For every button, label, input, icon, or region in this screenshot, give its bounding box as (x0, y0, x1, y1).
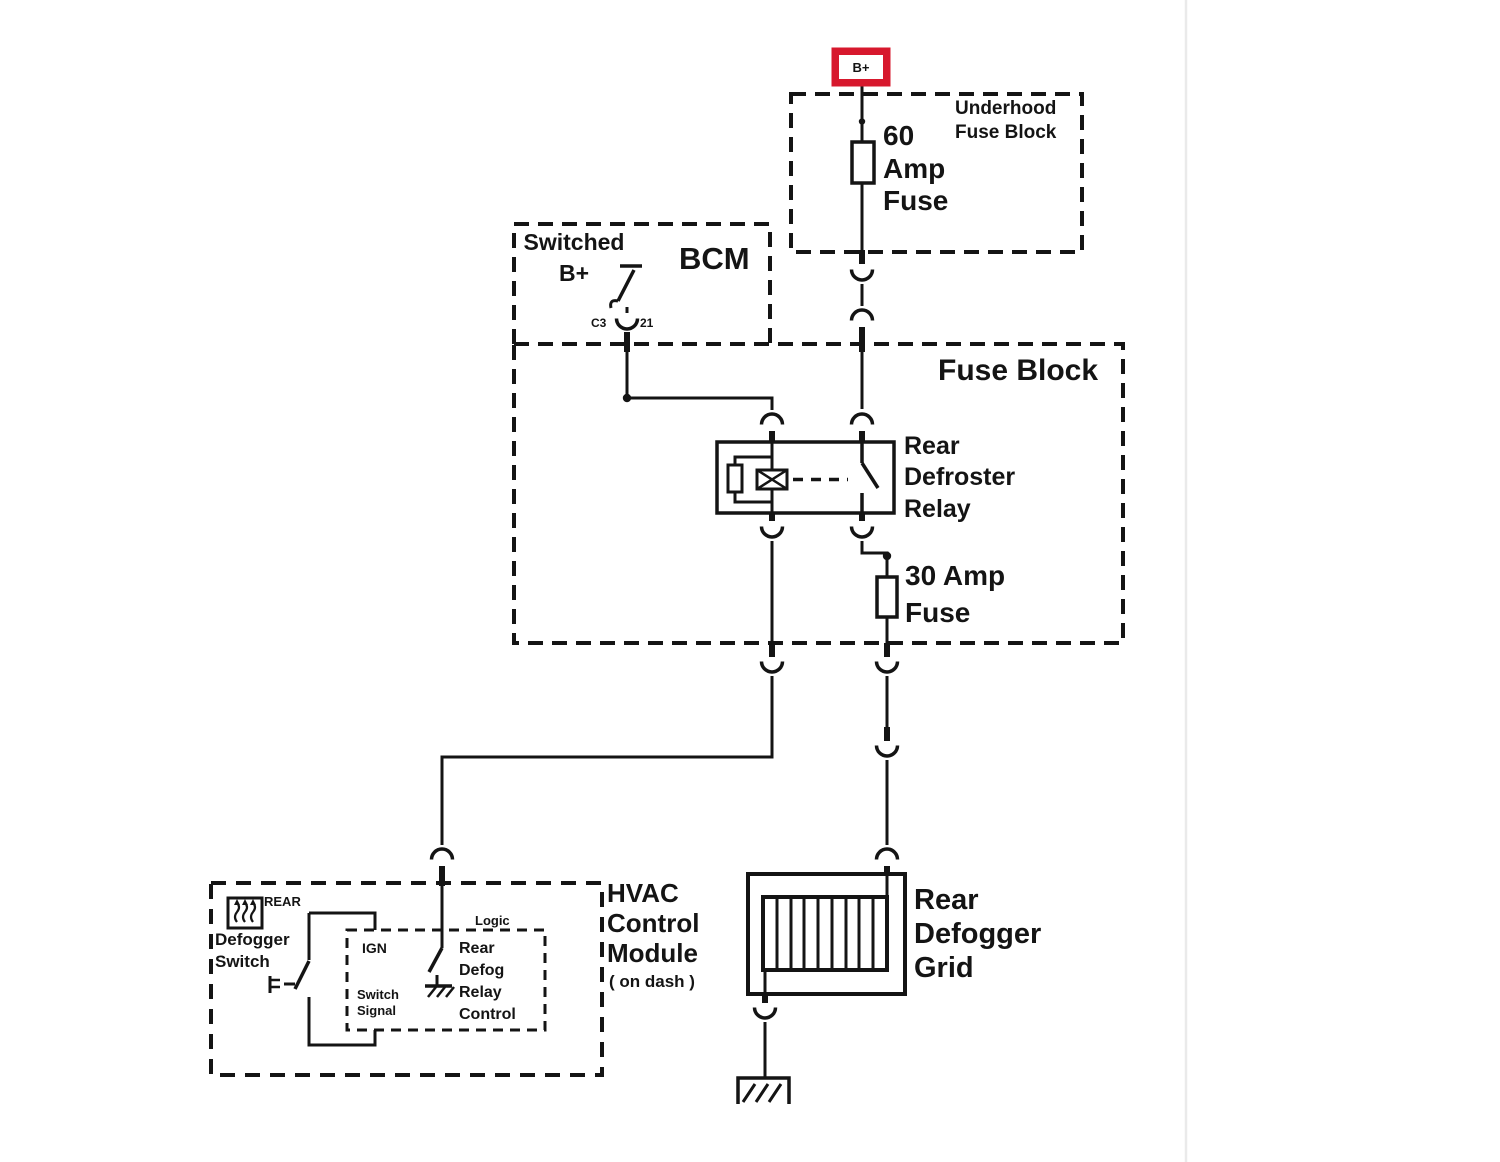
hvac-title-line2: Control (607, 908, 700, 938)
fuse-30a-label-line1: 30 Amp (905, 560, 1006, 591)
fuse-block-outline (512, 342, 1125, 645)
wire-coil-to-hvac (440, 676, 774, 845)
b-plus-terminal: B+ (834, 50, 888, 84)
connector-arc-icon (759, 661, 785, 674)
bcm-pin-label: 21 (640, 316, 654, 330)
relay-contact-icon (860, 462, 880, 489)
relay-control-label-line3: Relay (459, 984, 502, 1001)
bcm-outline (512, 222, 772, 344)
connector-arc-icon (849, 269, 875, 282)
hvac-title-line4: ( on dash ) (609, 972, 695, 991)
rear-switch-badge: REAR (264, 894, 301, 909)
relay-control-label-line2: Defog (459, 962, 505, 979)
hvac-title-line3: Module (607, 938, 698, 968)
pin-ign-label: IGN (362, 940, 387, 956)
connector-arc-icon (874, 847, 900, 860)
junction-dots (622, 118, 892, 561)
fuse-60a-label-line2: Amp (883, 153, 946, 184)
relay-outline (715, 440, 896, 515)
inline-connector-icons (429, 269, 900, 1020)
underhood-fuse-block-outline (789, 92, 1084, 254)
connector-arc-icon (759, 526, 785, 539)
hvac-title-line1: HVAC (607, 878, 679, 908)
relay-control-switch-icon (425, 947, 455, 998)
underhood-fuse-block-title-line1: Underhood (955, 98, 1057, 119)
pin-switch-signal-label-line2: Signal (357, 1003, 397, 1018)
connector-arc-icon (874, 661, 900, 674)
bcm-title: BCM (679, 241, 750, 276)
wires (307, 83, 889, 1078)
junction-dot (622, 393, 632, 403)
b-plus-label: B+ (852, 59, 870, 75)
relay-resistor-icon (726, 463, 744, 494)
wire-bcm-to-relay-coil (625, 352, 774, 410)
relay-label-line1: Rear (904, 432, 960, 460)
relay-label-line2: Defroster (904, 463, 1016, 491)
logic-box-outline (345, 928, 547, 1032)
connector-arc-icon (759, 412, 785, 425)
component-outlines (209, 92, 1125, 1077)
connector-arc-icon (874, 745, 900, 758)
logic-box-title: Logic (475, 913, 510, 928)
bcm-internal-switch-icon (609, 264, 642, 309)
switched-b-plus-label-line1: Switched (523, 229, 625, 255)
hvac-module-outline (209, 881, 604, 1077)
connector-arc-icon (752, 1007, 778, 1020)
connector-arc-icon (429, 847, 455, 860)
switched-b-plus-label-line2: B+ (558, 260, 590, 286)
junction-dot (858, 118, 866, 125)
fuse-30a-icon (875, 575, 899, 619)
connector-arc-icon (614, 318, 640, 331)
relay-control-label-line1: Rear (459, 940, 495, 957)
grid-label-line2: Defogger (914, 918, 1042, 950)
junction-dot (882, 551, 892, 561)
relay-label-line3: Relay (904, 495, 971, 523)
wire-ign-loop (309, 911, 377, 930)
grid-label-line1: Rear (914, 884, 979, 916)
defogger-switch-label-line2: Switch (215, 952, 270, 971)
bcm-connector-label: C3 (591, 316, 607, 330)
fuse-60a-label-line1: 60 (883, 120, 915, 151)
fuse-block-title: Fuse Block (938, 354, 1099, 387)
connector-arc-icon (849, 412, 875, 425)
relay-control-label-line4: Control (459, 1006, 516, 1023)
rear-defogger-grid-icon (746, 872, 907, 996)
connector-arc-icon (849, 308, 875, 321)
pin-switch-signal-label-line1: Switch (357, 987, 399, 1002)
defogger-switch-label-line1: Defogger (215, 930, 290, 949)
connector-arc-icon (849, 526, 875, 539)
wire-relay-to-fuse30 (860, 541, 889, 577)
rear-defroster-relay-symbol (715, 440, 896, 515)
ground-icon (736, 1076, 791, 1104)
fuse-30a-label-line2: Fuse (905, 597, 971, 628)
defogger-switch-icon (226, 896, 264, 930)
fuse-60a-label-line3: Fuse (883, 185, 949, 216)
wire-switch-signal-loop (307, 997, 377, 1047)
fuse-60a-icon (850, 140, 876, 185)
grid-label-line3: Grid (914, 952, 974, 984)
defogger-switch-contact-icon (268, 960, 311, 993)
underhood-fuse-block-title-line2: Fuse Block (955, 122, 1057, 143)
